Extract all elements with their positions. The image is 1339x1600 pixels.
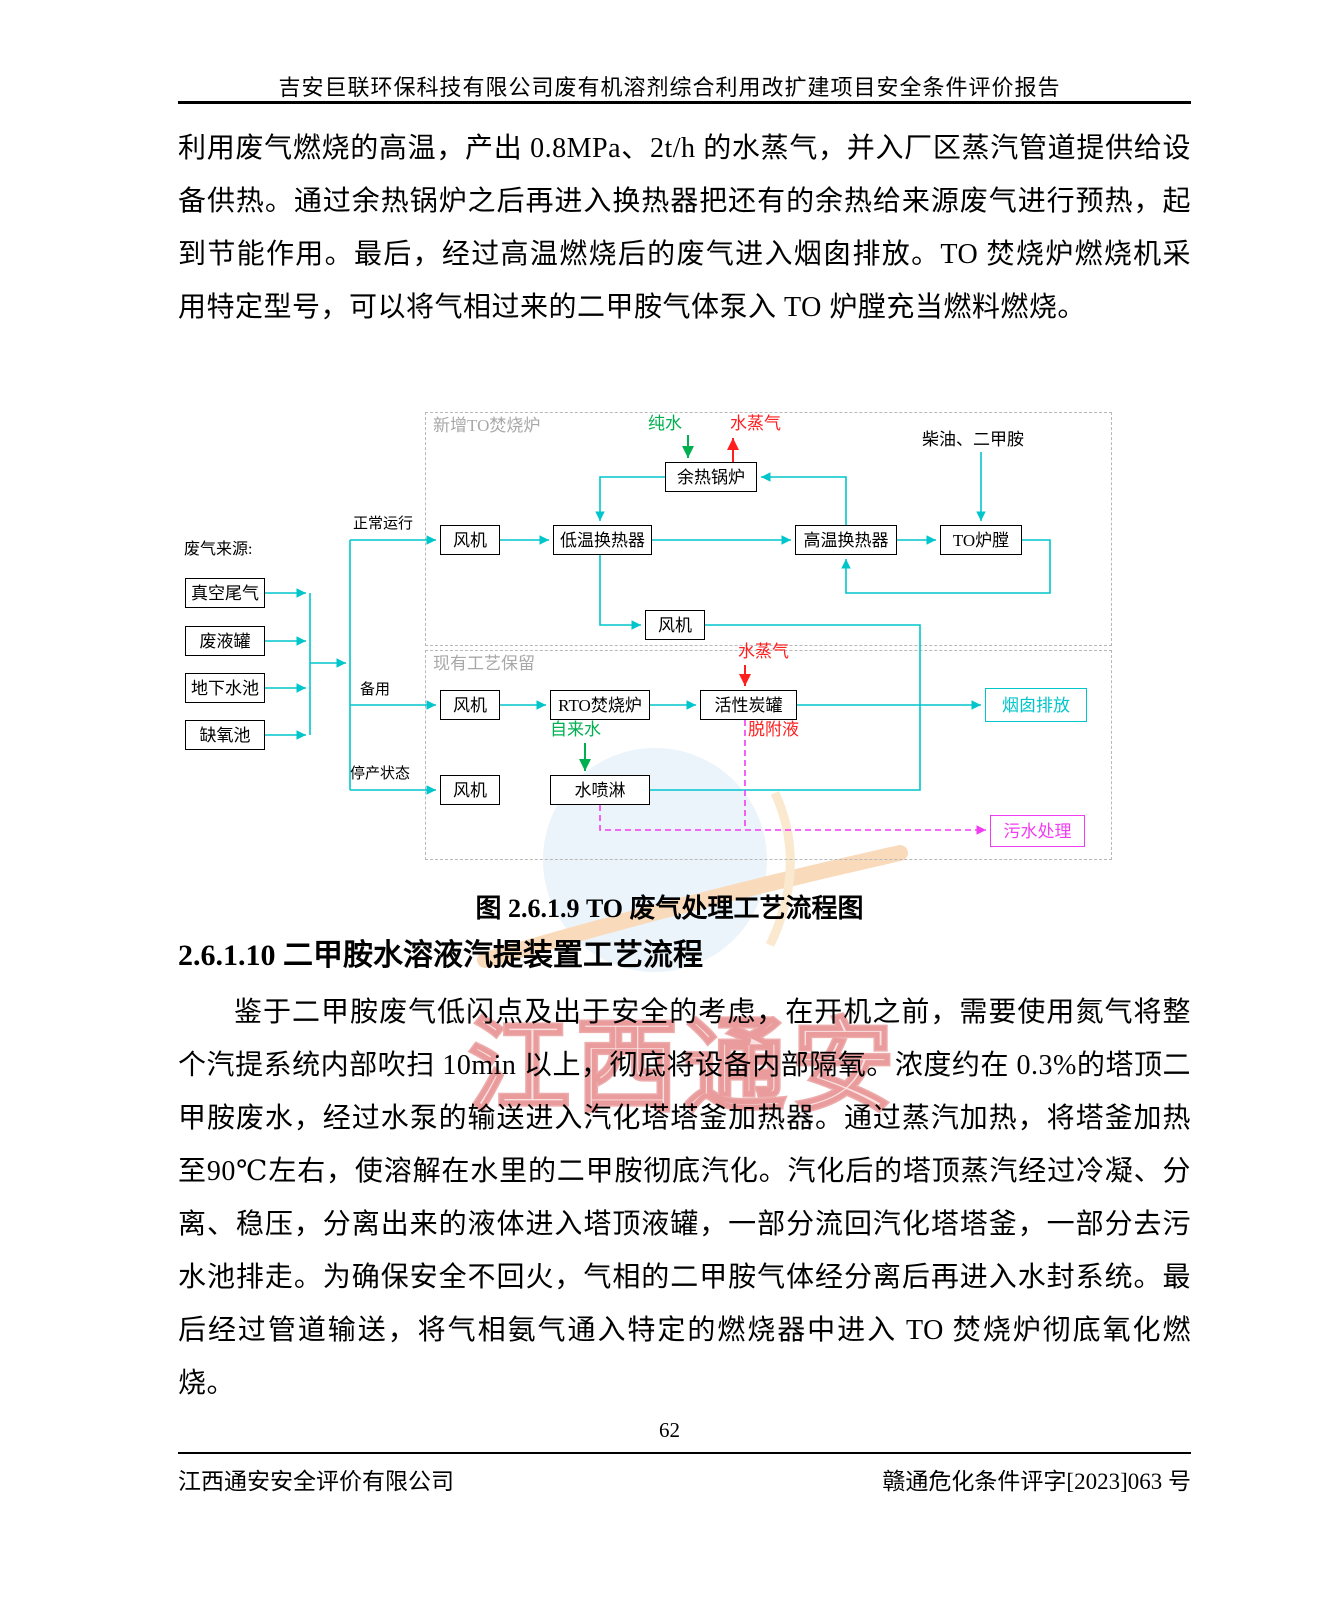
footer: 江西通安安全评价有限公司 赣通危化条件评字[2023]063 号 — [178, 1462, 1191, 1496]
sewage-treatment-box: 污水处理 — [990, 815, 1085, 847]
activated-carbon-tank-box: 活性炭罐 — [700, 690, 797, 720]
footer-company: 江西通安安全评价有限公司 — [178, 1469, 454, 1494]
source-waste-liquid-tank: 废液罐 — [185, 626, 265, 656]
header-rule — [178, 101, 1191, 104]
fan-box-1: 风机 — [440, 525, 500, 555]
figure-caption: 图 2.6.1.9 TO 废气处理工艺流程图 — [475, 894, 864, 923]
high-temp-exchanger-box: 高温换热器 — [795, 525, 897, 555]
page-number: 62 — [659, 1418, 680, 1442]
chimney-discharge-box: 烟囱排放 — [985, 688, 1087, 722]
branch-normal-label: 正常运行 — [353, 516, 414, 532]
water-spray-box: 水喷淋 — [550, 775, 650, 805]
group-new-label: 新增TO焚烧炉 — [433, 416, 541, 435]
source-title: 废气来源: — [184, 541, 253, 558]
header-title: 吉安巨联环保科技有限公司废有机溶剂综合利用改扩建项目安全条件评价报告 — [278, 75, 1061, 100]
source-vacuum-tail-gas: 真空尾气 — [185, 578, 265, 608]
paragraph-2: 鉴于二甲胺废气低闪点及出于安全的考虑，在开机之前，需要使用氮气将整个汽提系统内部… — [178, 997, 1191, 1399]
diagram-connectors — [265, 435, 1051, 835]
fan-box-2: 风机 — [645, 610, 705, 640]
paragraph-1: 利用废气燃烧的高温，产出 0.8MPa、2t/h 的水蒸气，并入厂区蒸汽管道提供… — [178, 133, 1191, 323]
group-new-to-incinerator — [425, 412, 1112, 646]
section-heading: 2.6.1.10 二甲胺水溶液汽提装置工艺流程 — [178, 939, 703, 972]
fan-box-4: 风机 — [440, 775, 500, 805]
tap-water-label: 自来水 — [550, 720, 601, 739]
steam-label-top: 水蒸气 — [730, 414, 781, 433]
footer-rule — [178, 1452, 1191, 1454]
source-anoxic-pool: 缺氧池 — [185, 720, 265, 750]
branch-shutdown-label: 停产状态 — [350, 766, 411, 782]
pure-water-label: 纯水 — [648, 414, 682, 433]
footer-doc-number: 赣通危化条件评字[2023]063 号 — [882, 1469, 1191, 1494]
desorption-liquid-label: 脱附液 — [748, 720, 799, 739]
low-temp-exchanger-box: 低温换热器 — [553, 525, 652, 555]
source-underground-pool: 地下水池 — [185, 673, 265, 703]
waste-heat-boiler-box: 余热锅炉 — [665, 462, 757, 492]
to-furnace-box: TO炉膛 — [940, 525, 1022, 555]
rto-incinerator-box: RTO焚烧炉 — [550, 690, 650, 720]
process-flow-diagram: 新增TO焚烧炉 现有工艺保留 废气来源: 真空尾气 废液罐 地下水池 缺氧池 正… — [170, 405, 1140, 865]
group-existing-process — [425, 650, 1112, 860]
text-watermark: 江西通安 — [467, 1011, 900, 1127]
group-existing-label: 现有工艺保留 — [433, 654, 535, 673]
diesel-dimethylamine-label: 柴油、二甲胺 — [922, 430, 1024, 449]
steam-label-bottom: 水蒸气 — [738, 642, 789, 661]
fan-box-3: 风机 — [440, 690, 500, 720]
branch-standby-label: 备用 — [360, 682, 391, 698]
